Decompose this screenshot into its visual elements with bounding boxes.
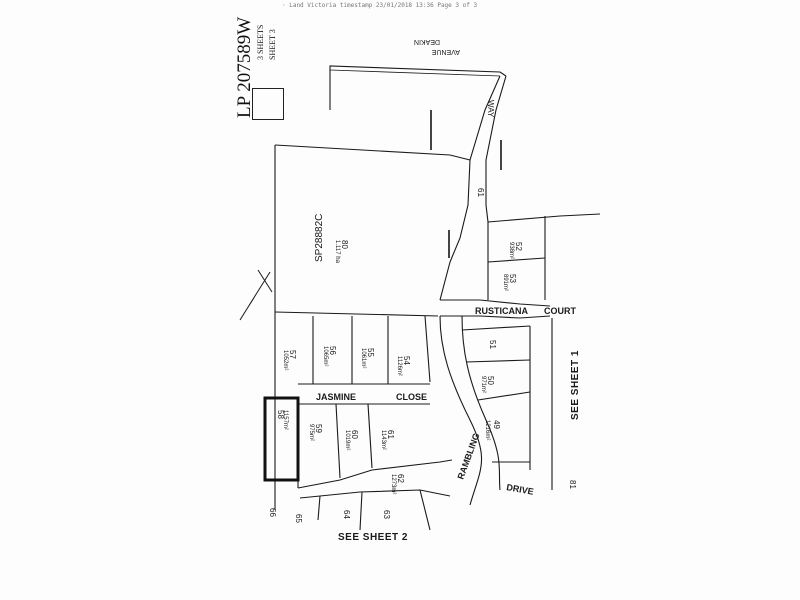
deakin-avenue-line <box>329 69 501 77</box>
lot-area: 971m² <box>480 376 486 393</box>
lot-59-60-divider <box>335 403 341 479</box>
lot-number: 49 <box>492 420 501 429</box>
lot-number: 61 <box>476 188 485 197</box>
lot-area-58: 1157m² <box>282 410 288 430</box>
north-arrow-icon <box>239 269 273 321</box>
rusticana-court-north <box>440 299 551 307</box>
lot-54-east-boundary <box>424 315 431 383</box>
lot-number: 57 <box>288 350 297 359</box>
road-label-jasmine: JASMINE <box>316 392 356 402</box>
road-label-court: COURT <box>544 306 576 316</box>
lot-number: 66 <box>268 508 277 517</box>
way-east-edge <box>485 75 507 223</box>
dimension-annotation <box>430 110 432 150</box>
lot-51-50-divider <box>465 359 531 363</box>
lot-number: 53 <box>508 274 517 283</box>
reserve-label: SP28882C <box>314 214 325 262</box>
see-sheet-2-reference: SEE SHEET 2 <box>338 532 408 543</box>
lot-60-61-divider <box>367 403 373 469</box>
lot-80-south-boundary <box>274 311 439 317</box>
lot-52-53-divider <box>487 257 546 263</box>
rusticana-court-south <box>440 315 551 319</box>
road-label-drive: DRIVE <box>506 482 535 497</box>
lot-number: 52 <box>514 242 523 251</box>
deakin-avenue-boundary <box>329 65 507 110</box>
lot-number: 62 <box>396 474 405 483</box>
rambling-drive-east-edge <box>461 315 501 491</box>
lot-61-east-boundary <box>487 213 601 223</box>
lot-number: 63 <box>382 510 391 519</box>
sheet-info-box <box>252 88 284 120</box>
lot-area: 975m² <box>308 424 314 441</box>
lot-area: 1019m² <box>344 430 350 450</box>
lot-50-49-divider <box>477 391 531 401</box>
road-label-rambling: RAMBLING <box>455 432 481 481</box>
lot-area: 1216m² <box>484 420 490 440</box>
lot-number: 59 <box>314 424 323 433</box>
lot-number: 51 <box>488 340 497 349</box>
dimension-annotation <box>500 140 502 170</box>
way-west-edge <box>439 75 501 301</box>
lot-area: 938m² <box>508 242 514 259</box>
lot-number: 55 <box>366 348 375 357</box>
lot-number: 54 <box>402 356 411 365</box>
lot-number: 50 <box>486 376 495 385</box>
lot-number: 56 <box>328 346 337 355</box>
lot-number: 60 <box>350 430 359 439</box>
rambling-drive-west-edge <box>439 315 483 506</box>
lot-area: 1052m² <box>282 350 288 370</box>
road-label-deakin-2: AVENUE <box>431 48 460 55</box>
lot-58-highlight-boundary <box>263 396 300 482</box>
print-footer: · Land Victoria timestamp 23/01/2018 13:… <box>282 2 478 9</box>
lot-area: 891m² <box>502 274 508 291</box>
lot-number: 64 <box>342 510 351 519</box>
lots-southern-rear-line <box>297 459 453 489</box>
lot-number: 80 <box>340 240 349 249</box>
road-label-close: CLOSE <box>396 392 427 402</box>
lot-area: 1061m² <box>360 348 366 368</box>
see-sheet-1-reference: SEE SHEET 1 <box>570 350 581 420</box>
lot-number: 61 <box>386 430 395 439</box>
road-label-rusticana: RUSTICANA <box>475 306 528 316</box>
lot-number: 65 <box>294 514 303 523</box>
lot-area: 1.117 ha <box>334 240 340 264</box>
lot-80-north-boundary <box>274 144 471 161</box>
road-label-way: WAY <box>486 100 495 118</box>
lot-number: 81 <box>568 480 577 489</box>
lot-area: 1065m² <box>322 346 328 366</box>
lot-area: 1143m² <box>380 430 386 450</box>
lot-51-north <box>461 325 531 331</box>
lot-area: 1126m² <box>396 356 402 376</box>
lot-63-east <box>419 489 431 531</box>
lot-area: 1273m² <box>390 474 396 494</box>
lot-number-58: 58 <box>276 410 285 419</box>
lot-65-64-divider <box>317 495 321 521</box>
dimension-annotation <box>448 230 450 258</box>
lot-63-west <box>359 491 363 531</box>
road-label-deakin-1: DEAKIN <box>414 38 440 45</box>
drive-north-edge <box>299 489 451 499</box>
